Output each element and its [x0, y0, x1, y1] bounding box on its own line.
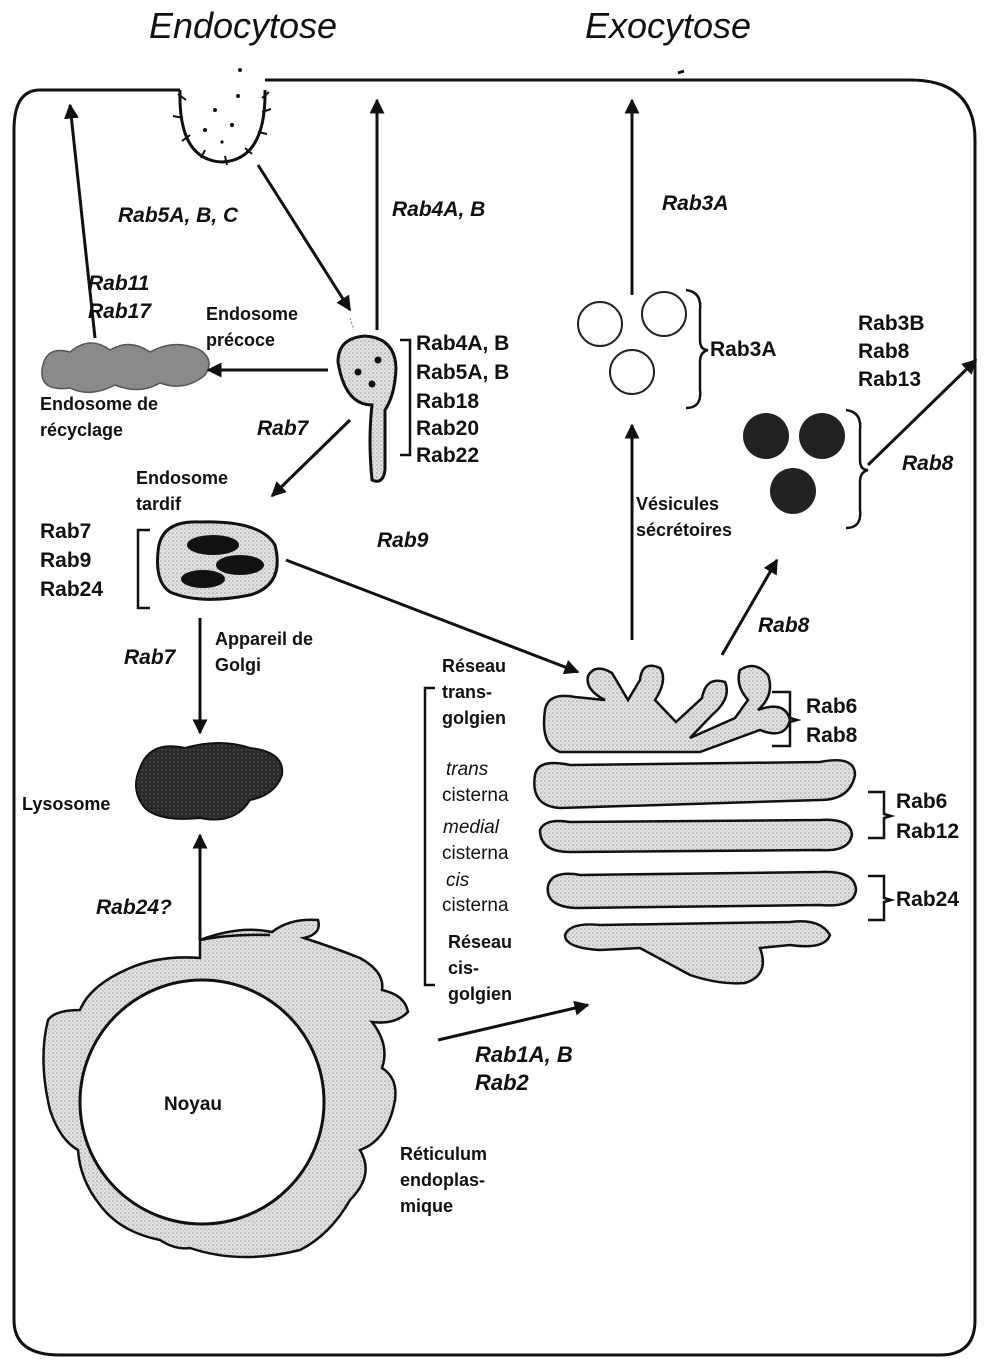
label-rab5abc: Rab5A, B, C [118, 204, 239, 227]
label-noyau: Noyau [164, 1094, 222, 1115]
secretory-vesicles-open [578, 292, 686, 394]
svg-text:cis: cis [446, 870, 470, 891]
list-late-rabs: Rab7 Rab9 Rab24 [40, 520, 103, 601]
bracket-dense-vesicles [846, 410, 868, 528]
svg-text:Réticulum: Réticulum [400, 1144, 487, 1164]
label-endosome-precoce: Endosome précoce [206, 304, 298, 350]
label-rab24q: Rab24? [96, 896, 172, 919]
svg-text:Rab12: Rab12 [896, 820, 959, 843]
svg-text:Rab6: Rab6 [896, 790, 947, 813]
svg-text:récyclage: récyclage [40, 420, 123, 440]
svg-text:trans: trans [446, 759, 489, 780]
svg-text:golgien: golgien [442, 708, 506, 728]
svg-text:cisterna: cisterna [442, 843, 509, 864]
list-dense-rabs: Rab3B Rab8 Rab13 [858, 312, 925, 391]
svg-text:Rab24: Rab24 [40, 578, 103, 601]
svg-text:cisterna: cisterna [442, 785, 509, 806]
label-rab3a-bracket: Rab3A [710, 338, 777, 361]
bracket-trans [868, 792, 891, 838]
svg-text:Réseau: Réseau [448, 932, 512, 952]
label-reseau-trans: Réseau trans- golgien [442, 656, 506, 728]
label-rab4ab-arrow: Rab4A, B [392, 198, 485, 221]
dense-vesicles [743, 413, 845, 514]
svg-text:Vésicules: Vésicules [636, 494, 719, 514]
header-endocytose: Endocytose [149, 5, 337, 46]
label-rab9-arrow: Rab9 [377, 529, 429, 552]
early-endosome [338, 336, 396, 481]
svg-text:sécrétoires: sécrétoires [636, 520, 732, 540]
list-trans-rabs: Rab6 Rab12 [896, 790, 959, 843]
svg-text:Rab8: Rab8 [806, 724, 858, 747]
label-trans-cisterna: trans cisterna [442, 759, 509, 806]
arrow-er-to-golgi [438, 1005, 588, 1040]
svg-text:Golgi: Golgi [215, 655, 261, 675]
svg-text:Rab6: Rab6 [806, 695, 857, 718]
arrow-late-to-tgn [286, 560, 578, 672]
svg-text:Réseau: Réseau [442, 656, 506, 676]
svg-text:Rab3B: Rab3B [858, 312, 925, 335]
svg-text:précoce: précoce [206, 330, 275, 350]
svg-text:Rab4A, B: Rab4A, B [416, 332, 509, 355]
label-reticulum: Réticulum endoplas- mique [400, 1144, 487, 1216]
svg-text:tardif: tardif [136, 494, 182, 514]
svg-text:golgien: golgien [448, 984, 512, 1004]
svg-text:Endosome: Endosome [206, 304, 298, 324]
label-rab2: Rab2 [475, 1070, 530, 1095]
label-rab7-arrow2: Rab7 [124, 646, 177, 669]
list-early-rabs: Rab4A, B Rab5A, B Rab18 Rab20 Rab22 [416, 332, 509, 467]
bracket-golgi-region [425, 688, 435, 985]
lysosome [136, 743, 282, 820]
late-endosome [158, 522, 278, 599]
bracket-cis [868, 876, 891, 920]
label-lysosome: Lysosome [22, 794, 110, 814]
svg-text:cis-: cis- [448, 958, 479, 978]
label-rab1ab: Rab1A, B [475, 1042, 573, 1067]
header-exocytose: Exocytose [585, 5, 751, 46]
coated-pit [173, 68, 271, 165]
label-appareil-golgi: Appareil de Golgi [215, 629, 313, 675]
label-endosome-tardif: Endosome tardif [136, 468, 228, 514]
recycling-endosome [42, 343, 209, 392]
svg-text:Appareil de: Appareil de [215, 629, 313, 649]
label-endosome-recyclage: Endosome de récyclage [40, 394, 158, 440]
svg-text:Rab9: Rab9 [40, 549, 91, 572]
svg-text:medial: medial [443, 817, 500, 838]
svg-text:Rab22: Rab22 [416, 444, 479, 467]
bracket-open-vesicles [686, 290, 708, 408]
svg-text:Rab7: Rab7 [40, 520, 91, 543]
label-rab17: Rab17 [88, 300, 152, 323]
svg-text:mique: mique [400, 1196, 453, 1216]
svg-text:trans-: trans- [442, 682, 492, 702]
label-vesicules: Vésicules sécrétoires [636, 494, 732, 540]
svg-text:Endosome: Endosome [136, 468, 228, 488]
svg-text:Endosome de: Endosome de [40, 394, 158, 414]
svg-text:Rab8: Rab8 [858, 340, 910, 363]
label-rab8-up: Rab8 [758, 614, 810, 637]
arrow-golgi-to-dense [722, 560, 777, 655]
label-rab8-exit: Rab8 [902, 452, 954, 475]
bracket-early [400, 340, 410, 455]
svg-text:Rab20: Rab20 [416, 417, 479, 440]
label-reseau-cis: Réseau cis- golgien [448, 932, 512, 1004]
label-cis-cisterna: cis cisterna [442, 870, 509, 916]
list-tgn-rabs: Rab6 Rab8 [806, 695, 858, 747]
label-rab11: Rab11 [88, 272, 149, 295]
svg-text:cisterna: cisterna [442, 895, 509, 916]
list-cis-rabs: Rab24 [896, 888, 959, 911]
label-medial-cisterna: medial cisterna [442, 817, 509, 864]
svg-text:Rab18: Rab18 [416, 390, 479, 413]
svg-text:endoplas-: endoplas- [400, 1170, 485, 1190]
bracket-late [138, 530, 150, 608]
label-rab3a-arrow: Rab3A [662, 192, 729, 215]
svg-text:Rab5A, B: Rab5A, B [416, 361, 509, 384]
arrow-pit-to-early [258, 165, 350, 310]
label-rab7-arrow1: Rab7 [257, 417, 310, 440]
svg-text:Rab13: Rab13 [858, 368, 921, 391]
